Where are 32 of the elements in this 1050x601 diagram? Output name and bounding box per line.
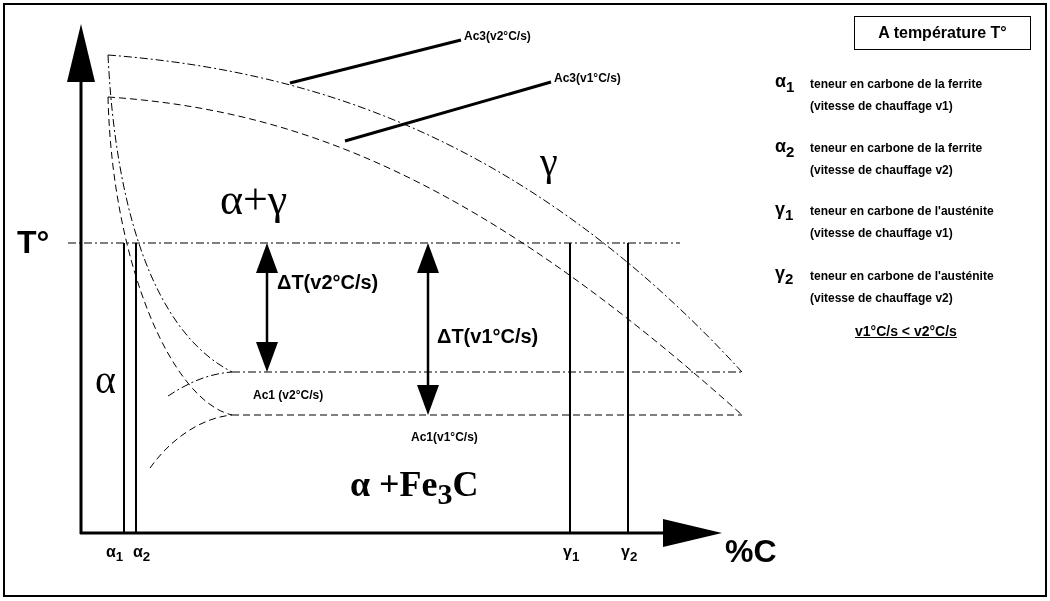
phase-label: γ — [540, 142, 558, 182]
interval-label: ΔT(v2°C/s) — [277, 272, 379, 292]
symbol-label: α$_{1}$ — [775, 72, 795, 94]
legend-text: (vitesse de chauffage v1) — [810, 100, 953, 112]
curve-label: Ac3(v2°C/s) — [463, 29, 532, 43]
line-label: Ac1(v1°C/s) — [411, 431, 478, 443]
tick-label: α$_{2}$ — [133, 544, 151, 564]
axis-label: %C — [725, 535, 777, 567]
leader-line — [344, 80, 552, 143]
leader-line — [289, 38, 462, 85]
legend-text: (vitesse de chauffage v1) — [810, 227, 953, 239]
axis-label: T° — [17, 226, 50, 258]
legend-text: (vitesse de chauffage v2) — [810, 292, 953, 304]
phase-label: α — [95, 360, 116, 400]
interval-label: ΔT(v1°C/s) — [437, 326, 539, 346]
legend-text: teneur en carbone de l'austénite — [810, 205, 994, 217]
line-label: Ac1 (v2°C/s) — [253, 389, 324, 401]
legend-text: (vitesse de chauffage v2) — [810, 164, 953, 176]
phase-label: α +Fe$_{3}$C — [350, 466, 479, 510]
phase-label: α+γ — [220, 178, 288, 222]
legend-text: teneur en carbone de la ferrite — [810, 142, 983, 154]
symbol-label: γ$_{2}$ — [775, 264, 794, 286]
curve-label: Ac3(v1°C/s) — [553, 71, 622, 85]
note-text: v1°C/s < v2°C/s — [855, 324, 957, 338]
tick-label: α$_{1}$ — [106, 544, 124, 564]
legend-text: teneur en carbone de la ferrite — [810, 78, 983, 90]
symbol-label: γ$_{1}$ — [775, 200, 794, 222]
tick-label: γ$_{1}$ — [563, 544, 580, 564]
tick-label: γ$_{2}$ — [621, 544, 638, 564]
legend-text: teneur en carbone de l'austénite — [810, 270, 994, 282]
title-box: A température T° — [854, 16, 1031, 50]
symbol-label: α$_{2}$ — [775, 137, 795, 159]
